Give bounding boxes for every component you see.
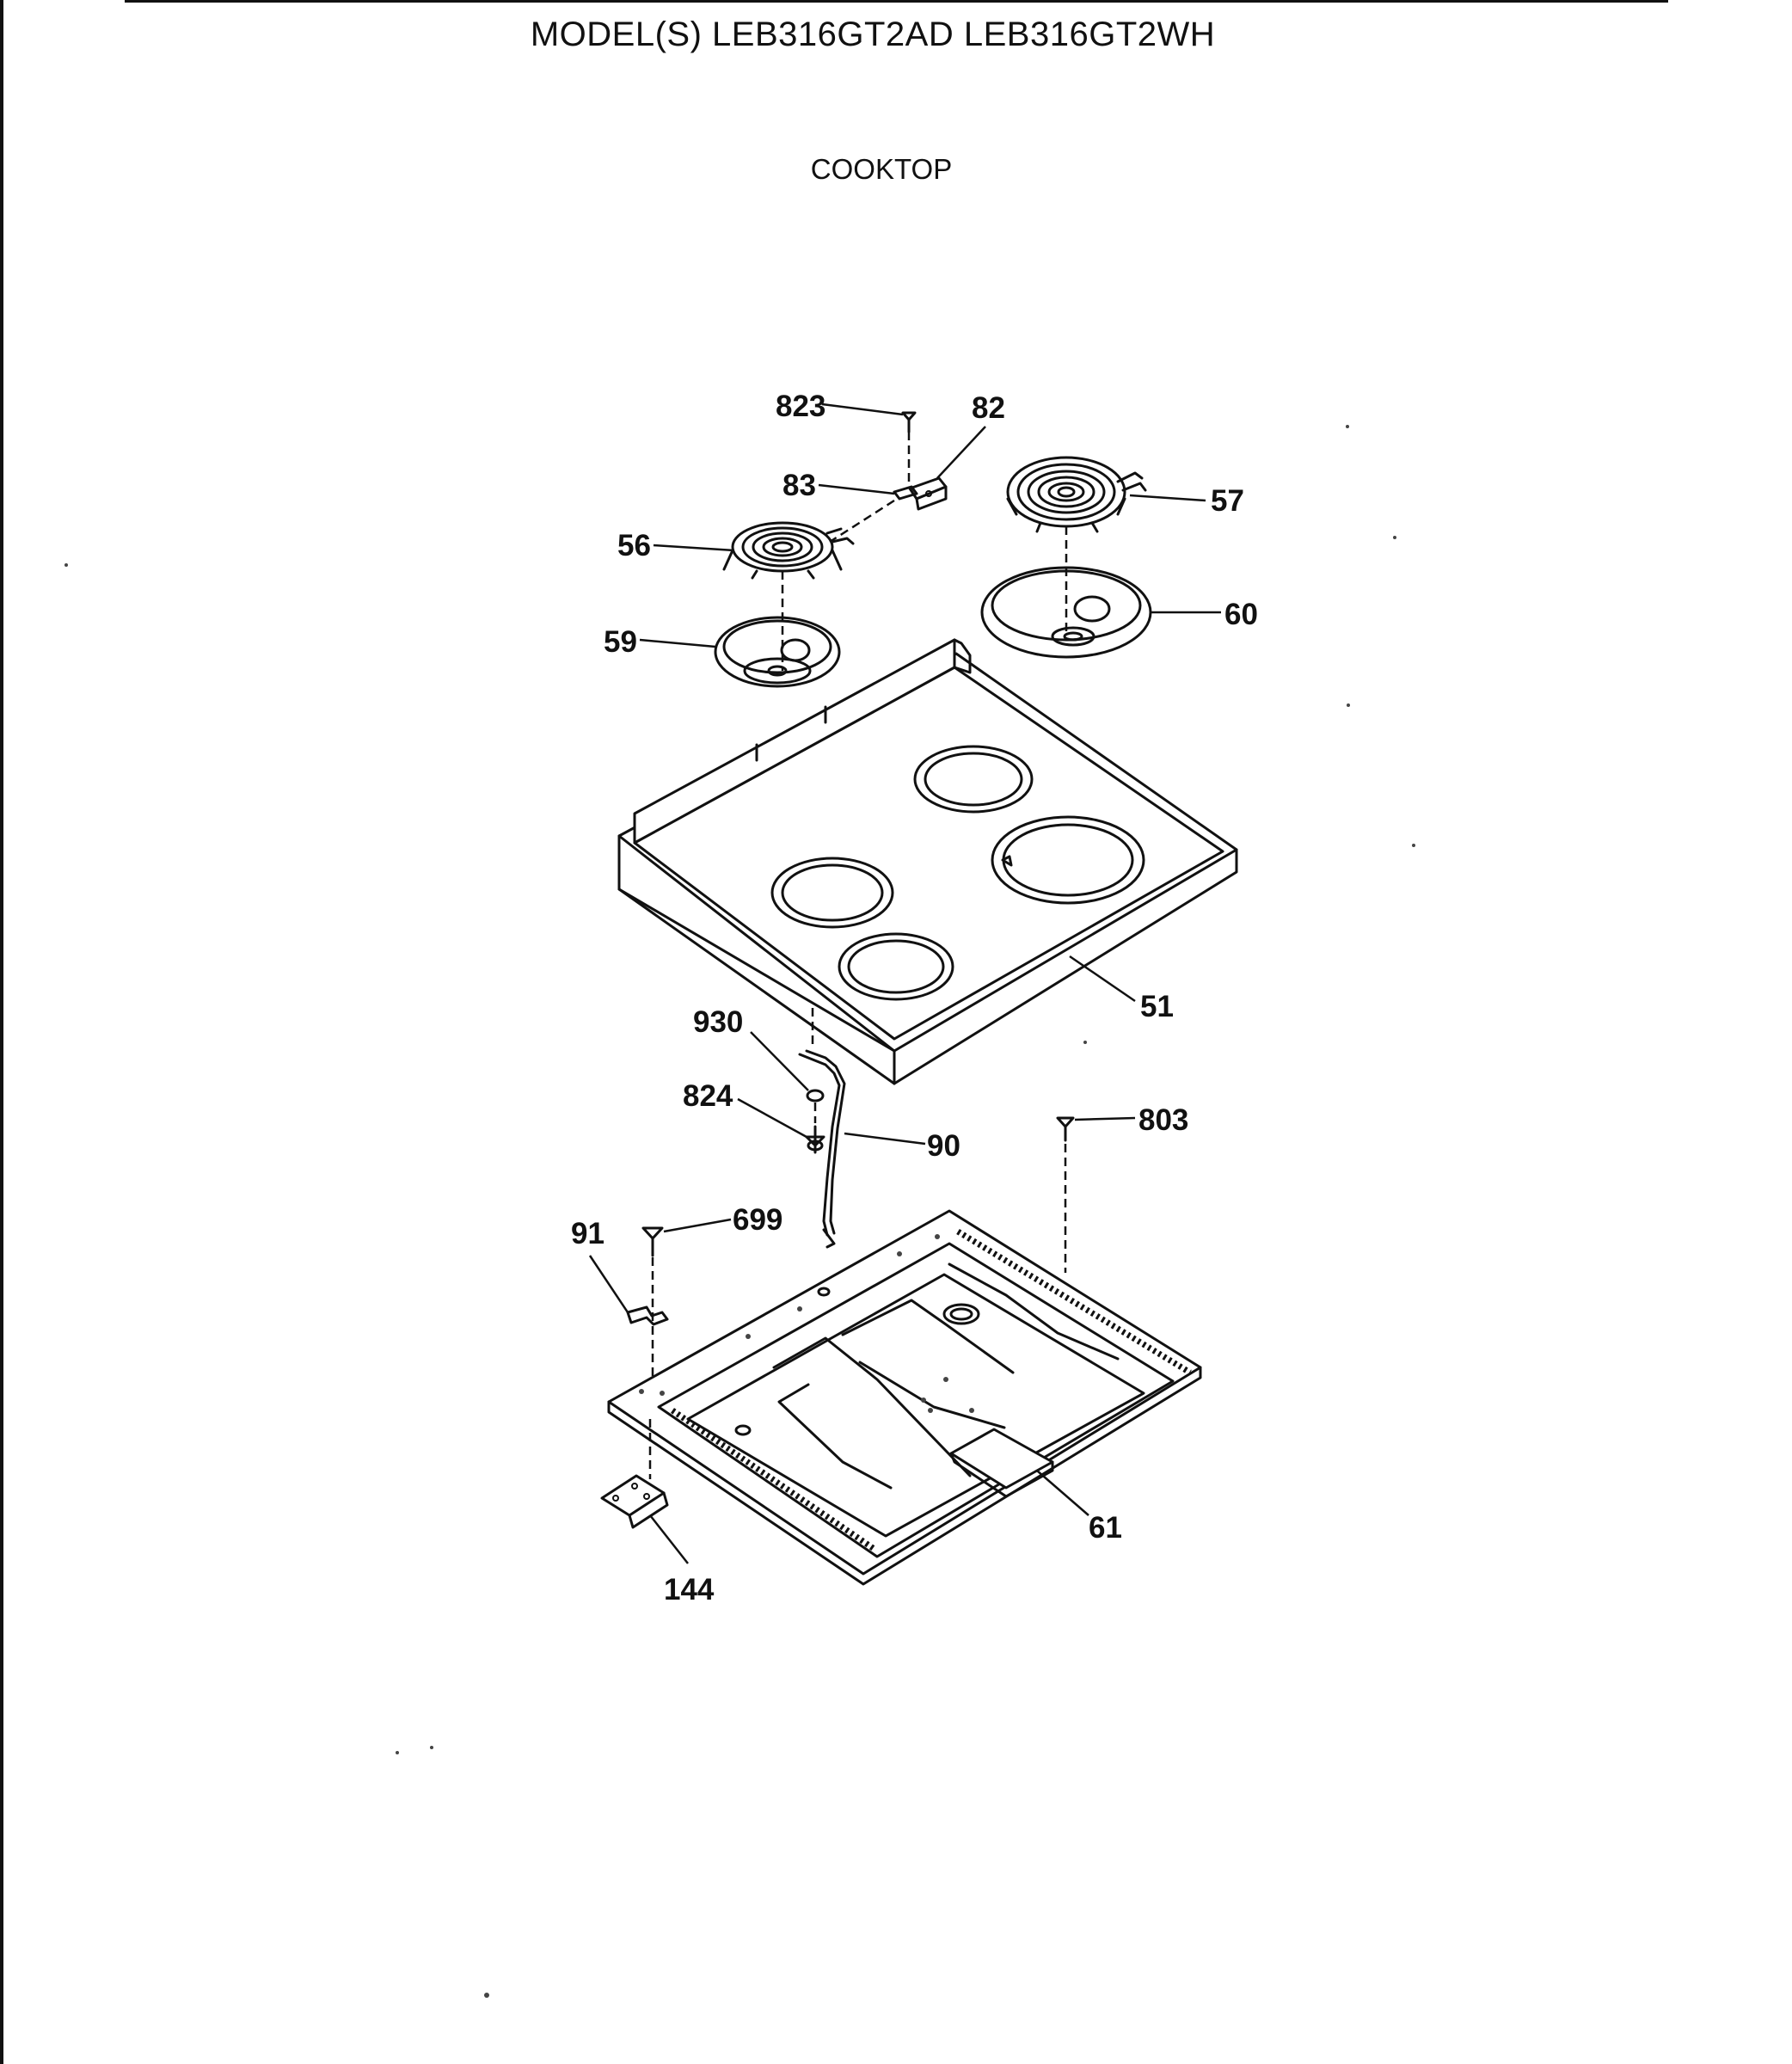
- callout-824: 824: [683, 1079, 733, 1113]
- callout-59: 59: [604, 625, 637, 659]
- callout-90: 90: [927, 1129, 960, 1163]
- surface-element-56: [722, 521, 855, 671]
- callout-61: 61: [1089, 1511, 1122, 1545]
- section-title: COOKTOP: [810, 153, 953, 185]
- drip-pan-59: [714, 616, 841, 688]
- scan-specks: [64, 425, 1415, 1998]
- page-top-rule: [125, 0, 1668, 3]
- burner-box-61: [607, 1209, 1202, 1586]
- ground-wire-90: [798, 1008, 846, 1249]
- screw-803: [1056, 1116, 1075, 1273]
- terminal-leader-dash: [829, 499, 895, 544]
- callout-51: 51: [1140, 990, 1174, 1023]
- model-title: MODEL(S) LEB316GT2AD LEB316GT2WH: [530, 15, 1216, 53]
- cooktop-main-top-51: [617, 638, 1238, 1085]
- callout-83: 83: [782, 469, 816, 502]
- callout-91: 91: [571, 1217, 604, 1250]
- callout-56: 56: [617, 529, 651, 562]
- callout-930: 930: [693, 1005, 743, 1039]
- bracket-144: [600, 1419, 669, 1529]
- screw-824: [805, 1103, 825, 1154]
- callout-699: 699: [733, 1203, 782, 1237]
- callout-60: 60: [1224, 598, 1258, 631]
- callout-82: 82: [972, 391, 1005, 425]
- callout-803: 803: [1138, 1103, 1188, 1137]
- callout-57: 57: [1211, 484, 1244, 518]
- page-left-border: [0, 0, 3, 2064]
- surface-element-57: [1006, 456, 1147, 636]
- callout-144: 144: [664, 1573, 715, 1606]
- clip-83: [893, 485, 918, 501]
- clip-91: [626, 1305, 669, 1326]
- leader-lines: [588, 402, 1221, 1564]
- screw-823: [901, 411, 917, 482]
- washer-930: [806, 1089, 825, 1103]
- bracket-82: [908, 476, 948, 511]
- callout-labels: 823 82 83 57 56 60 59 51 930 824 90 803 …: [571, 390, 1258, 1606]
- callout-823: 823: [776, 390, 825, 423]
